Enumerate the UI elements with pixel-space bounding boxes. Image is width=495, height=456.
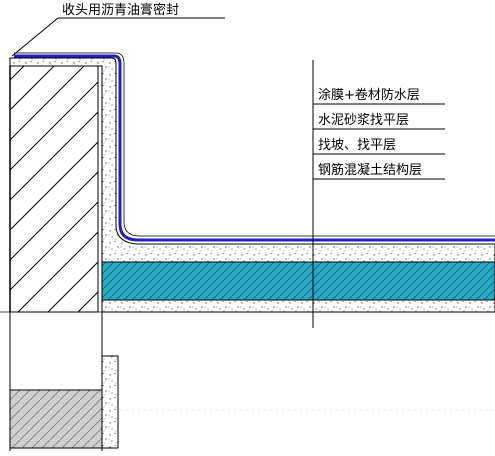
layer-label-waterproof: 涂膜+卷材防水层 <box>318 87 420 103</box>
mortar-plaster-layer <box>9 57 495 263</box>
layer-label-slope: 找坡、找平层 <box>318 138 396 153</box>
seal-annotation-label: 收头用沥青油膏密封 <box>62 2 179 18</box>
layer-label-mortar: 水泥砂浆找平层 <box>318 113 409 128</box>
lower-mortar-strip <box>101 355 119 449</box>
seal-leader <box>11 17 225 57</box>
parapet-wall <box>9 65 99 313</box>
base-mortar-layer <box>101 299 495 313</box>
insulation-layer <box>101 261 495 301</box>
layer-legend: 涂膜+卷材防水层 水泥砂浆找平层 找坡、找平层 钢筋混凝土结构层 <box>313 87 445 180</box>
layer-label-structure: 钢筋混凝土结构层 <box>318 162 422 178</box>
structural-slab <box>9 389 103 449</box>
waterproof-membrane <box>14 54 495 242</box>
